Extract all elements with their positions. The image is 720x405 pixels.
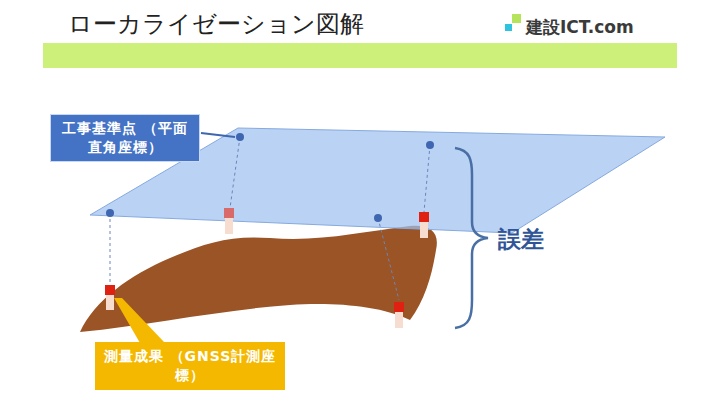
error-bracket	[455, 148, 488, 328]
title: ローカライゼーション図解	[68, 8, 364, 40]
callout-box: 工事基準点 （平面直角座標）	[50, 114, 200, 162]
leader-line	[201, 133, 235, 137]
header-bar	[43, 43, 677, 68]
logo-square	[512, 14, 521, 23]
callout-box: 測量成果 （GNSS計測座標）	[95, 342, 285, 390]
logo-square	[505, 24, 512, 31]
error-label: 誤差	[498, 224, 544, 255]
logo-text: 建設ICT.com	[526, 16, 634, 39]
callout-text: 測量成果 （GNSS計測座標）	[102, 347, 278, 385]
callout-text: 工事基準点 （平面直角座標）	[57, 119, 193, 157]
survey-stakes	[105, 208, 429, 328]
leader-pointer	[114, 298, 165, 343]
